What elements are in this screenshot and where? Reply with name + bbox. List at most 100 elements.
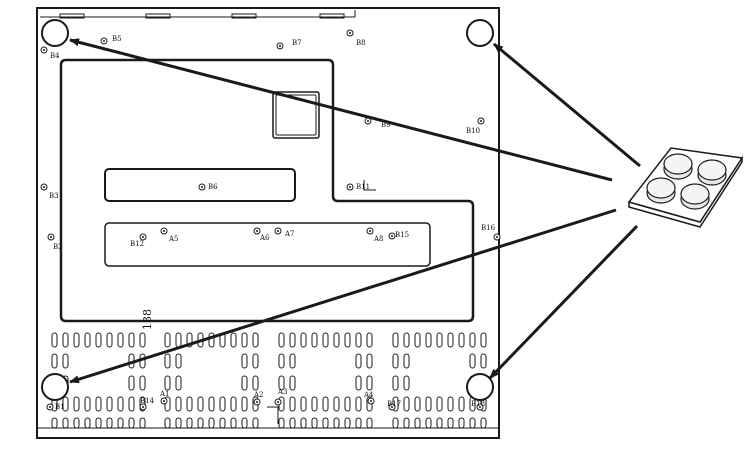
vent-slot <box>458 332 465 348</box>
vent-slot <box>311 417 318 429</box>
vent-slot <box>106 417 113 429</box>
label-b17: B17 <box>387 400 401 408</box>
foot-bottom-left <box>41 373 69 401</box>
vent-slot <box>333 417 340 429</box>
vent-slot <box>447 396 454 412</box>
vent-slot <box>447 417 454 429</box>
vent-slot <box>311 332 318 348</box>
vent-slot <box>355 375 362 391</box>
screw-hole-center <box>201 186 203 188</box>
vent-slot <box>278 417 285 429</box>
label-a6: A6 <box>259 234 270 242</box>
label-b15: B15 <box>395 231 409 239</box>
vent-slot <box>139 417 146 429</box>
vent-slot <box>164 332 171 348</box>
vent-slot <box>392 375 399 391</box>
screw-markers <box>40 29 501 411</box>
screw-hole-center <box>277 401 279 403</box>
screw-hole-center <box>479 406 481 408</box>
label-b16: B16 <box>481 224 496 232</box>
vent-slot <box>355 332 362 348</box>
vent-slot <box>139 332 146 348</box>
foot-positions <box>41 19 494 401</box>
screw-hole-center <box>43 49 45 51</box>
vent-slot <box>278 353 285 369</box>
label-b3: B3 <box>49 192 59 200</box>
vent-slot <box>73 417 80 429</box>
label-a1: A1 <box>159 390 170 398</box>
vent-slot <box>51 417 58 429</box>
vent-slot <box>366 417 373 429</box>
foot-top-right <box>466 19 494 47</box>
vent-slot <box>366 375 373 391</box>
label-a5: A5 <box>168 235 179 243</box>
vent-slot <box>392 332 399 348</box>
arrow-to-bottom-left <box>69 208 617 384</box>
vent-slot <box>392 417 399 429</box>
screw-hole-center <box>163 400 165 402</box>
vent-slot <box>300 396 307 412</box>
rubber-feet-pad <box>627 147 744 228</box>
label-b11: B11 <box>356 183 370 191</box>
label-b18: B18 <box>471 400 485 408</box>
vent-slot <box>175 375 182 391</box>
vent-slot <box>344 396 351 412</box>
label-b4: B4 <box>50 52 60 60</box>
foot-top-left <box>41 19 69 47</box>
a3-leader <box>267 406 279 424</box>
vent-slot <box>403 353 410 369</box>
vent-slot <box>252 353 259 369</box>
vent-slot <box>219 396 226 412</box>
vent-slot <box>322 396 329 412</box>
screw-hole-center <box>256 230 258 232</box>
screw-hole-center <box>163 230 165 232</box>
vent-slot <box>117 417 124 429</box>
pad-feet <box>646 153 727 210</box>
vent-slot <box>300 417 307 429</box>
vent-slot <box>414 396 421 412</box>
screw-hole-center <box>349 32 351 34</box>
vent-slot <box>117 332 124 348</box>
vent-slot <box>447 332 454 348</box>
chassis <box>36 7 500 439</box>
install-arrows <box>69 38 641 384</box>
vent-slot <box>197 417 204 429</box>
label-b2: B2 <box>53 243 63 251</box>
vent-slot <box>403 417 410 429</box>
vent-slot <box>241 332 248 348</box>
label-b8: B8 <box>356 39 366 47</box>
vent-slot <box>84 396 91 412</box>
vent-slot <box>139 375 146 391</box>
vent-slot <box>175 332 182 348</box>
label-b10: B10 <box>466 127 480 135</box>
vent-slots <box>51 332 487 429</box>
screw-hole-center <box>367 120 369 122</box>
screw-hole-center <box>279 45 281 47</box>
vent-slot <box>186 332 193 348</box>
screw-hole-center <box>277 230 279 232</box>
vent-slot <box>300 332 307 348</box>
vent-slot <box>252 375 259 391</box>
vent-slot <box>62 332 69 348</box>
vent-slot <box>333 332 340 348</box>
vent-slot <box>355 396 362 412</box>
vent-slot <box>106 396 113 412</box>
pad-foot-top <box>663 153 693 175</box>
top-tab-4 <box>319 13 345 19</box>
vent-slot <box>164 417 171 429</box>
pad-foot-top <box>697 159 727 181</box>
arrow-to-bottom-right <box>488 224 639 380</box>
label-a3: A3 <box>277 388 288 396</box>
vent-slot <box>128 375 135 391</box>
vent-slot <box>322 417 329 429</box>
label-b7: B7 <box>292 39 302 47</box>
vent-slot <box>186 396 193 412</box>
vent-slot <box>355 353 362 369</box>
screw-hole-center <box>370 400 372 402</box>
top-tab-3 <box>231 13 257 19</box>
vent-slot <box>106 332 113 348</box>
vent-slot <box>344 417 351 429</box>
vent-slot <box>403 332 410 348</box>
vent-slot <box>139 396 146 412</box>
screw-hole-center <box>496 236 498 238</box>
